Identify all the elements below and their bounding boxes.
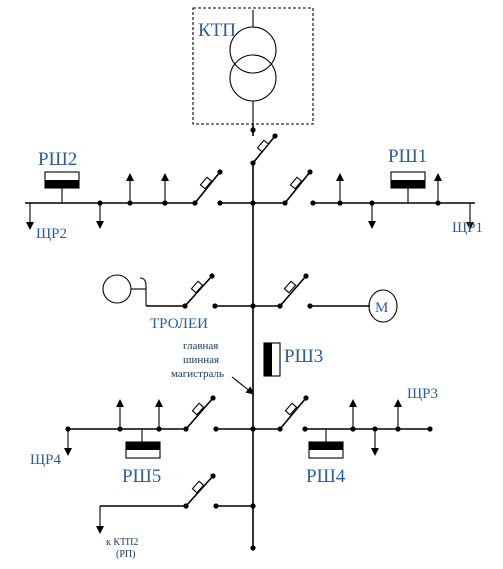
rsh2-label: РШ2 xyxy=(38,149,77,170)
motor-label: М xyxy=(375,300,388,316)
branch-lower-right: РШ4 ЩР3 xyxy=(253,386,438,487)
rsh3-label: РШ3 xyxy=(284,346,323,367)
rsh3: РШ3 главная шинная магистраль xyxy=(171,340,323,395)
main-bus xyxy=(250,124,278,551)
main-bus-label-3: магистраль xyxy=(171,368,224,380)
transformer-winding-upper xyxy=(229,26,277,74)
to-ktp2-label-1: к КТП2 xyxy=(106,537,138,548)
trolley-label: ТРОЛЕИ xyxy=(150,316,208,332)
ktp-substation: КТП xyxy=(192,7,314,125)
shchr4-label: ЩР4 xyxy=(30,452,61,468)
motor-symbol xyxy=(368,289,398,323)
main-bus-label-1: главная xyxy=(183,340,218,352)
branch-middle: ТРОЛЕИ М xyxy=(102,273,398,332)
main-bus-label-2: шинная xyxy=(183,354,219,366)
branch-top-left: РШ2 ЩР2 xyxy=(25,149,256,242)
ktp-label: КТП xyxy=(198,20,236,41)
to-ktp2-label-2: (РП) xyxy=(116,549,135,560)
branch-to-ktp2: к КТП2 (РП) xyxy=(96,473,256,560)
branch-top-right: РШ1 ЩР1 xyxy=(253,146,483,236)
rsh4-label: РШ4 xyxy=(306,466,346,487)
rsh1-label: РШ1 xyxy=(388,146,427,167)
shchr2-label: ЩР2 xyxy=(36,226,67,242)
trolley-symbol xyxy=(102,274,132,304)
transformer-winding-lower xyxy=(229,54,277,102)
shchr1-label: ЩР1 xyxy=(452,220,483,236)
branch-lower-left: РШ5 ЩР4 xyxy=(30,395,256,487)
rsh5-label: РШ5 xyxy=(122,466,161,487)
shchr3-label: ЩР3 xyxy=(407,386,438,402)
